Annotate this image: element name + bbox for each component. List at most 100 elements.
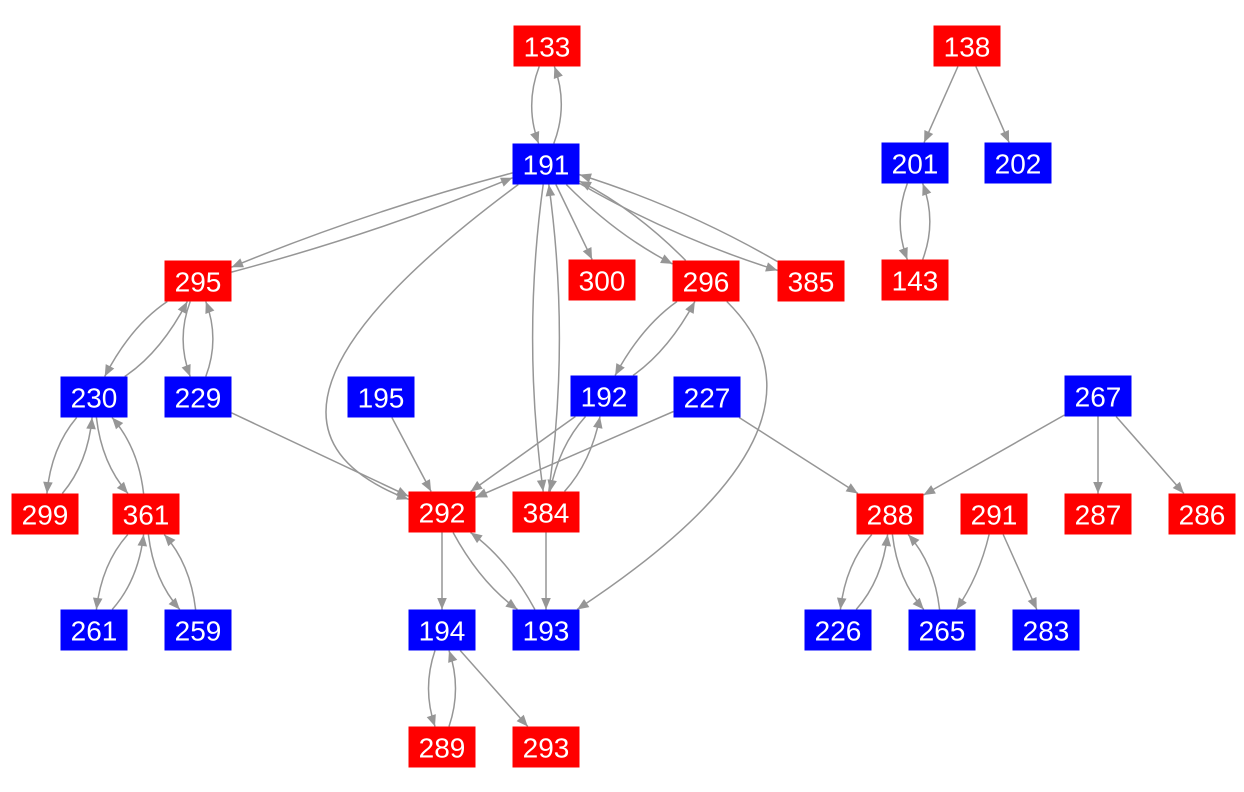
node-label-296: 296 <box>683 267 730 298</box>
node-259: 259 <box>164 609 232 651</box>
edge-296-191 <box>579 180 687 262</box>
node-283: 283 <box>1012 609 1080 651</box>
node-label-287: 287 <box>1075 500 1122 531</box>
node-box-261 <box>60 609 128 651</box>
edge-191-296 <box>565 183 673 265</box>
edge-267-286 <box>1115 416 1185 494</box>
node-box-292 <box>408 491 476 533</box>
edge-296-192 <box>614 300 678 376</box>
node-202: 202 <box>984 142 1052 184</box>
node-label-288: 288 <box>867 500 914 531</box>
node-261: 261 <box>60 609 128 651</box>
node-label-227: 227 <box>684 383 731 414</box>
edge-288-265 <box>891 534 925 610</box>
edge-230-299 <box>43 417 78 494</box>
edge-261-361 <box>111 534 148 610</box>
edge-191-300 <box>555 184 593 260</box>
node-label-226: 226 <box>815 616 862 647</box>
node-288: 288 <box>856 493 924 535</box>
node-label-191: 191 <box>523 150 570 181</box>
node-201: 201 <box>881 142 949 184</box>
edge-384-191 <box>545 184 561 492</box>
node-289: 289 <box>408 726 476 768</box>
edge-191-295 <box>231 172 513 268</box>
edge-194-293 <box>459 650 529 727</box>
node-box-300 <box>568 259 636 301</box>
node-296: 296 <box>672 260 740 302</box>
node-box-193 <box>512 609 580 651</box>
edge-230-295 <box>124 301 188 378</box>
edge-296-193 <box>576 300 768 611</box>
node-box-267 <box>1064 375 1132 417</box>
node-295: 295 <box>164 260 232 302</box>
edge-192-296 <box>632 301 696 377</box>
node-293: 293 <box>512 726 580 768</box>
node-label-361: 361 <box>123 500 170 531</box>
edge-291-283 <box>1002 534 1038 610</box>
node-label-265: 265 <box>919 616 966 647</box>
node-box-191 <box>512 143 580 185</box>
edge-layer <box>43 66 1185 727</box>
node-229: 229 <box>164 376 232 418</box>
node-label-299: 299 <box>22 500 69 531</box>
node-box-283 <box>1012 609 1080 651</box>
node-label-384: 384 <box>523 498 570 529</box>
node-label-202: 202 <box>995 149 1042 180</box>
edge-385-191 <box>579 173 778 263</box>
node-191: 191 <box>512 143 580 185</box>
node-box-289 <box>408 726 476 768</box>
edge-384-192 <box>563 416 603 493</box>
node-box-385 <box>777 260 845 302</box>
node-label-229: 229 <box>175 383 222 414</box>
node-143: 143 <box>881 259 949 301</box>
node-label-193: 193 <box>523 616 570 647</box>
node-230: 230 <box>60 376 128 418</box>
node-label-138: 138 <box>944 32 991 63</box>
edge-227-288 <box>738 416 859 495</box>
edge-299-230 <box>61 417 96 494</box>
node-label-230: 230 <box>71 383 118 414</box>
node-label-261: 261 <box>71 616 118 647</box>
node-box-143 <box>881 259 949 301</box>
node-label-267: 267 <box>1075 382 1122 413</box>
node-box-286 <box>1168 493 1236 535</box>
edge-133-191 <box>530 66 540 144</box>
node-label-385: 385 <box>788 267 835 298</box>
edge-289-194 <box>448 650 458 727</box>
node-box-201 <box>881 142 949 184</box>
node-box-229 <box>164 376 232 418</box>
node-box-138 <box>933 25 1001 67</box>
edge-265-288 <box>907 534 941 610</box>
node-label-194: 194 <box>419 616 466 647</box>
node-box-194 <box>408 609 476 651</box>
node-box-133 <box>513 25 581 67</box>
node-286: 286 <box>1168 493 1236 535</box>
edge-192-292 <box>470 415 576 493</box>
node-label-295: 295 <box>175 267 222 298</box>
node-box-259 <box>164 609 232 651</box>
node-300: 300 <box>568 259 636 301</box>
node-193: 193 <box>512 609 580 651</box>
edge-361-261 <box>92 534 129 610</box>
node-133: 133 <box>513 25 581 67</box>
edge-138-201 <box>923 66 959 143</box>
node-box-287 <box>1064 493 1132 535</box>
node-box-361 <box>112 493 180 535</box>
edge-143-201 <box>921 183 932 260</box>
node-box-195 <box>347 376 415 418</box>
edge-226-288 <box>855 534 892 610</box>
node-label-133: 133 <box>524 32 571 63</box>
node-287: 287 <box>1064 493 1132 535</box>
edge-295-191 <box>231 177 513 273</box>
node-192: 192 <box>570 375 638 417</box>
node-226: 226 <box>804 609 872 651</box>
node-label-143: 143 <box>892 266 939 297</box>
edge-361-259 <box>147 534 181 610</box>
node-265: 265 <box>908 609 976 651</box>
edge-194-289 <box>426 650 436 727</box>
edge-193-292 <box>470 531 536 610</box>
edge-288-226 <box>836 534 873 610</box>
node-box-227 <box>673 376 741 418</box>
node-label-259: 259 <box>175 616 222 647</box>
edge-291-265 <box>955 534 990 610</box>
